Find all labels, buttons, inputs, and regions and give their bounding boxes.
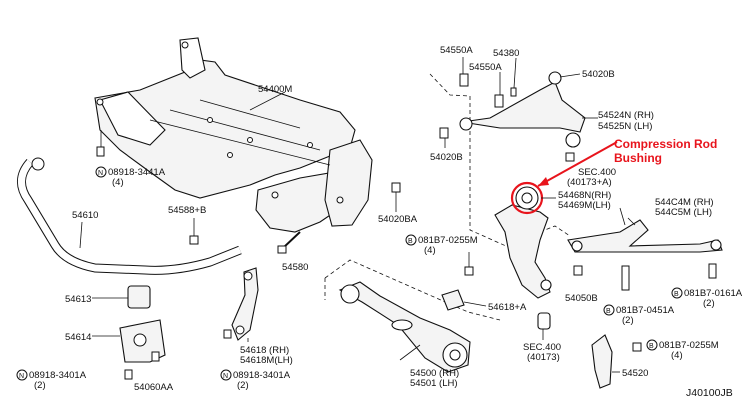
label-54610: 54610 [72,210,98,221]
tension-rod-544C4M [567,217,723,253]
circle-b-letter-4: B [649,343,654,350]
circle-b-icon-1 [405,234,417,246]
circle-n-letter-2: N [19,373,24,380]
bolt-54020BA [391,182,401,212]
circle-b-letter-3: B [606,308,611,315]
label-54618MLH: 54618M(LH) [240,355,293,366]
bushing-54613 [92,285,151,309]
bolts-54550A [459,73,517,108]
label-081B7-0255M-1-qty: (4) [424,245,436,256]
circle-n-icon-2 [16,369,28,381]
callout-line-2: Bushing [614,151,662,165]
label-54020B-1: 54020B [582,69,615,80]
label-54550A-1: 54550A [440,45,473,56]
label-081B7-0255M-2-qty: (4) [671,350,683,361]
label-08918-3401A-1: 08918-3401A [29,370,87,381]
callout-arrow [537,141,618,187]
bolt-54060AA [124,351,160,380]
label-08918-3401A-2: 08918-3401A [233,370,291,381]
circle-b-letter-2: B [674,291,679,298]
label-54060AA: 54060AA [134,382,174,393]
callout-line-1: Compression Rod [614,137,717,151]
bolt-081B7-0451A [621,265,630,291]
bolt-08918-3441A [96,130,105,157]
callout-arrowhead [538,177,549,186]
label-54520: 54520 [622,368,648,379]
label-54469M: 54469M(LH) [558,200,611,211]
bolt-081B7-0161A [708,263,717,279]
dashed-line-c [429,73,471,97]
label-54501: 54501 (LH) [410,378,458,389]
label-54618A: 54618+A [488,302,527,313]
bolt-081B7-0255M-2 [632,342,642,352]
label-081B7-0255M-2: 081B7-0255M [659,340,719,351]
bracket-54618A [441,289,487,311]
leader-lines [444,57,626,340]
figure-code: J40100JB [686,387,733,399]
label-54050B: 54050B [565,293,598,304]
circle-n-icon-3 [220,369,232,381]
dashed-line-a [324,259,501,321]
bolt-54580 [277,231,301,254]
upper-arm-54524N [459,71,586,148]
bolt-081B7-0255M-1 [464,252,474,276]
label-54614: 54614 [65,332,91,343]
nut-54588B [189,218,199,245]
circle-n-icon-1 [95,166,107,178]
label-08918-3441A: 08918-3441A [108,167,166,178]
leader-54400M [249,91,286,111]
label-54020BA: 54020BA [378,214,418,225]
stabilizer-link-54618 [231,267,259,342]
bolt-54050B [573,265,583,276]
label-08918-3401A-2-qty: (2) [237,380,249,391]
label-081B7-0451A: 081B7-0451A [616,305,675,316]
label-54618RH: 54618 (RH) [240,345,289,356]
label-081B7-0161A: 081B7-0161A [684,288,743,299]
label-544C4M: 544C4M (RH) [655,197,714,208]
circle-b-letter-1: B [408,238,413,245]
label-sec400-a2: (40173+A) [567,177,612,188]
circle-b-icon-2 [671,287,683,299]
label-54588B: 54588+B [168,205,206,216]
bracket-54520 [591,334,620,389]
label-sec400-a: SEC.400 [578,167,616,178]
label-08918-3401A-1-qty: (2) [34,380,46,391]
leader-54610 [79,221,83,249]
label-54020B-2: 54020B [430,152,463,163]
stabilizer-bar-54610 [17,157,242,275]
label-54580: 54580 [282,262,308,273]
label-54613: 54613 [65,294,91,305]
label-544C5M: 544C5M (LH) [655,207,712,218]
label-54468N: 54468N(RH) [558,190,611,201]
label-08918-3441A-qty: (4) [112,177,124,188]
label-54524N: 54524N (RH) [598,110,654,121]
dashed-line-e [539,225,571,237]
bushing-sec400-b [537,312,551,330]
label-54500: 54500 (RH) [410,368,459,379]
lower-arm-54500 [338,281,471,373]
nut-sec400-a [565,152,575,162]
label-sec400-b2: (40173) [527,352,560,363]
label-54525N: 54525N (LH) [598,121,652,132]
label-sec400-b: SEC.400 [523,342,561,353]
bolt-54020B-2 [439,127,449,139]
compression-rod-54468N [494,186,552,299]
label-081B7-0161A-qty: (2) [703,298,715,309]
label-54400M: 54400M [258,84,292,95]
circle-n-letter-3: N [223,373,228,380]
dashed-line-d [469,96,516,251]
subframe-54400M [94,37,373,233]
label-54550A-2: 54550A [469,62,502,73]
label-54380: 54380 [493,48,519,59]
circle-n-letter-1: N [98,170,103,177]
circle-b-icon-4 [646,339,658,351]
circle-b-icon-3 [603,304,615,316]
label-081B7-0451A-qty: (2) [622,315,634,326]
nut-08918-3401A-2 [223,329,232,339]
label-081B7-0255M-1: 081B7-0255M [418,235,478,246]
